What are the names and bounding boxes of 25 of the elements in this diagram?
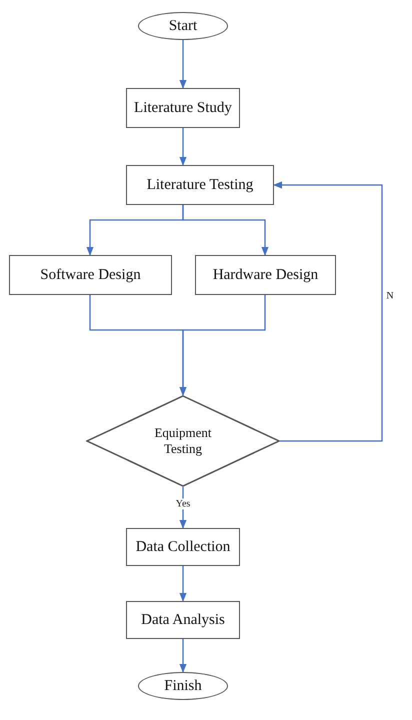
arrow: [273, 181, 383, 442]
node-label: Literature Study: [133, 98, 233, 118]
edge-label: Yes: [174, 498, 192, 510]
node-label: Data Collection: [134, 538, 232, 556]
node-label: Data Analysis: [140, 610, 226, 630]
arrow: [179, 128, 187, 166]
process-box: [126, 601, 240, 639]
arrow: [179, 566, 187, 602]
arrow: [179, 295, 266, 396]
arrow: [179, 40, 187, 89]
arrow: [182, 205, 269, 256]
node-label: Start: [168, 16, 198, 36]
process-box: [195, 255, 336, 295]
node-label: Hardware Design: [212, 266, 320, 284]
process-box: [126, 165, 274, 205]
decision-diamond: [86, 395, 280, 487]
edge-label: N: [385, 290, 395, 302]
node-label: Equipment Testing: [153, 424, 213, 458]
node-label: Software Design: [39, 266, 142, 284]
arrow: [179, 639, 187, 673]
process-box: [9, 255, 172, 295]
process-box: [126, 528, 240, 566]
node-label: Finish: [163, 676, 203, 696]
process-box: [126, 88, 240, 128]
node-label: Literature Testing: [146, 176, 254, 194]
